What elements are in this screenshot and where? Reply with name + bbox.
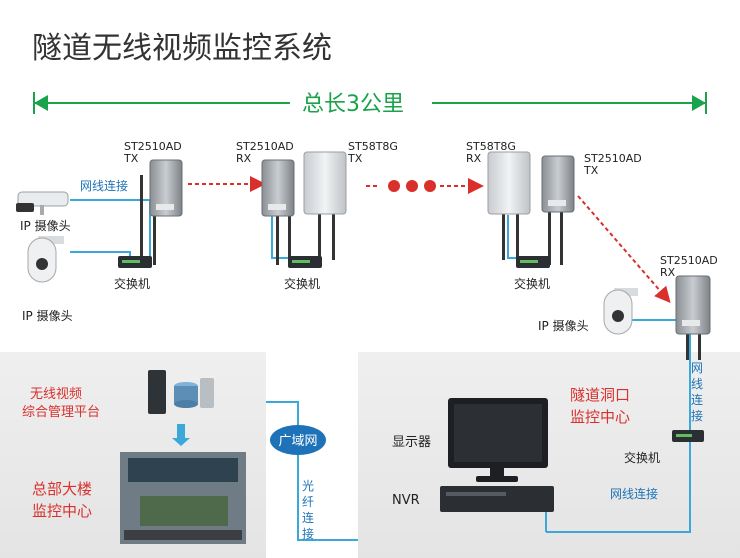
net-link-vertical-label: 网 线 连 接 xyxy=(691,361,703,423)
switch-label: 交换机 xyxy=(514,276,550,291)
svg-text:TX: TX xyxy=(583,164,599,177)
radio-d2 xyxy=(261,159,295,265)
svg-text:隧道洞口: 隧道洞口 xyxy=(570,386,630,404)
svg-text:网: 网 xyxy=(691,361,703,375)
page-title: 隧道无线视频监控系统 xyxy=(32,31,332,66)
svg-text:光: 光 xyxy=(302,479,314,493)
nvr-icon xyxy=(440,486,554,512)
bullet-camera-icon xyxy=(16,191,69,215)
device-label-d3: ST58T8G TX xyxy=(347,140,398,165)
panel-antenna-d3 xyxy=(303,151,347,260)
panel-antenna-d4 xyxy=(487,151,531,260)
svg-text:ST2510AD: ST2510AD xyxy=(236,140,294,153)
svg-text:综合管理平台: 综合管理平台 xyxy=(22,405,100,420)
hq-center-label: 总部大楼 监控中心 xyxy=(32,480,92,520)
wireless-links xyxy=(188,176,671,304)
monitor-icon xyxy=(448,398,548,482)
svg-text:纤: 纤 xyxy=(302,495,314,509)
svg-text:TX: TX xyxy=(123,152,139,165)
svg-text:RX: RX xyxy=(236,152,252,165)
control-room-photo xyxy=(120,452,246,544)
svg-text:监控中心: 监控中心 xyxy=(570,408,630,426)
svg-text:总部大楼: 总部大楼 xyxy=(32,480,92,498)
net-link-label: 网线连接 xyxy=(80,178,128,193)
nvr-label: NVR xyxy=(392,493,420,508)
dome-camera-icon xyxy=(603,288,638,335)
svg-text:连: 连 xyxy=(302,510,314,525)
device-label-d1: ST2510AD TX xyxy=(123,140,182,165)
svg-text:无线视频: 无线视频 xyxy=(30,387,82,402)
device-label-d4: ST58T8G RX xyxy=(466,140,516,165)
portal-center-label: 隧道洞口 监控中心 xyxy=(570,386,630,426)
span-label: 总长3公里 xyxy=(302,92,404,117)
net-link-label: 网线连接 xyxy=(610,486,658,501)
monitor-label: 显示器 xyxy=(392,435,431,450)
switch-label: 交换机 xyxy=(284,276,320,291)
svg-text:ST58T8G: ST58T8G xyxy=(348,140,398,153)
portal-panel xyxy=(358,352,740,558)
svg-text:RX: RX xyxy=(660,266,676,279)
wan-badge xyxy=(270,425,326,455)
platform-label: 无线视频 综合管理平台 xyxy=(22,387,100,420)
radio-d5 xyxy=(541,155,575,265)
device-label-d6: ST2510AD RX xyxy=(660,254,718,279)
ip-camera-label: IP 摄像头 xyxy=(22,308,73,323)
device-label-d5: ST2510AD TX xyxy=(583,152,642,177)
radio-d6 xyxy=(675,275,711,360)
switch-icon xyxy=(118,256,152,268)
fiber-link-label: 光 纤 连 接 xyxy=(302,479,314,541)
switch-label: 交换机 xyxy=(114,276,150,291)
svg-text:ST2510AD: ST2510AD xyxy=(660,254,718,267)
server-icon xyxy=(148,370,214,414)
switch-label: 交换机 xyxy=(624,450,660,465)
span-arrow xyxy=(33,92,707,114)
down-arrow-icon xyxy=(172,424,190,446)
switch-icon xyxy=(672,430,704,442)
ip-camera-label: IP 摄像头 xyxy=(538,318,589,333)
device-label-d2: ST2510AD RX xyxy=(236,140,294,165)
svg-text:线: 线 xyxy=(691,377,703,391)
wan-label: 广域网 xyxy=(278,434,317,449)
svg-text:ST58T8G: ST58T8G xyxy=(466,140,516,153)
switch-icon xyxy=(516,256,550,268)
svg-text:ST2510AD: ST2510AD xyxy=(124,140,182,153)
switch-icon xyxy=(288,256,322,268)
svg-text:ST2510AD: ST2510AD xyxy=(584,152,642,165)
svg-text:接: 接 xyxy=(691,408,703,423)
ip-camera-label: IP 摄像头 xyxy=(20,218,71,233)
svg-text:监控中心: 监控中心 xyxy=(32,502,92,520)
svg-text:TX: TX xyxy=(347,152,363,165)
svg-text:连: 连 xyxy=(691,392,703,407)
svg-text:RX: RX xyxy=(466,152,482,165)
dome-camera-icon xyxy=(27,236,64,283)
svg-text:接: 接 xyxy=(302,526,314,541)
radio-d1 xyxy=(140,159,183,265)
